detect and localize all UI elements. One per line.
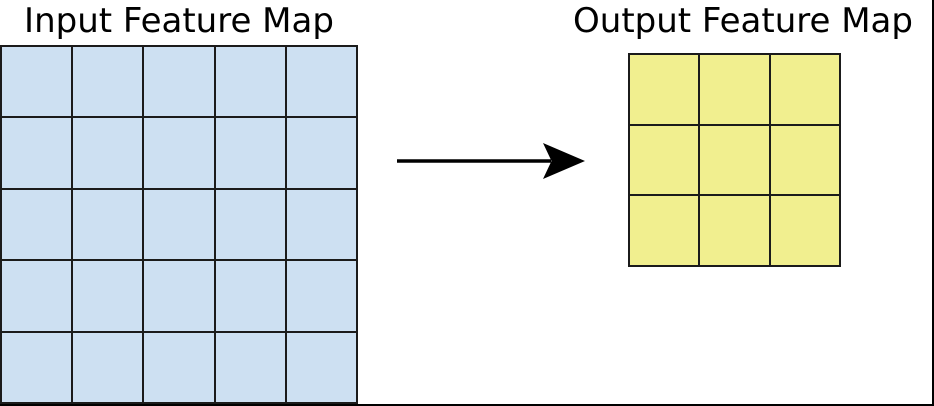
grid-cell (215, 189, 285, 260)
grid-cell (700, 55, 769, 124)
grid-cell (630, 196, 699, 265)
grid-cell (2, 332, 72, 402)
grid-cell (286, 47, 356, 117)
grid-cell (286, 189, 356, 260)
output-map-title: Output Feature Map (573, 1, 913, 41)
grid-cell (770, 55, 839, 124)
input-feature-map-grid (0, 45, 358, 404)
right-arrow-icon (397, 143, 585, 179)
grid-cell (2, 118, 72, 188)
grid-cell (2, 47, 72, 117)
grid-cell (700, 196, 769, 265)
grid-cell (73, 332, 143, 402)
grid-cell (2, 189, 72, 260)
input-map-title: Input Feature Map (24, 1, 334, 41)
grid-cell (215, 261, 285, 331)
grid-cell (286, 261, 356, 331)
grid-cell (144, 47, 214, 117)
grid-cell (73, 261, 143, 331)
grid-cell (73, 47, 143, 117)
grid-cell (144, 118, 214, 188)
grid-cell (215, 118, 285, 188)
grid-cell (700, 125, 769, 195)
grid-cell (286, 118, 356, 188)
grid-cell (215, 332, 285, 402)
output-feature-map-grid (628, 53, 841, 267)
grid-cell (73, 189, 143, 260)
grid-cell (144, 189, 214, 260)
grid-cell (73, 118, 143, 188)
grid-cell (630, 55, 699, 124)
grid-cell (144, 332, 214, 402)
grid-cell (630, 125, 699, 195)
grid-cell (770, 196, 839, 265)
grid-cell (215, 47, 285, 117)
grid-cell (144, 261, 214, 331)
grid-cell (286, 332, 356, 402)
grid-cell (770, 125, 839, 195)
grid-cell (2, 261, 72, 331)
